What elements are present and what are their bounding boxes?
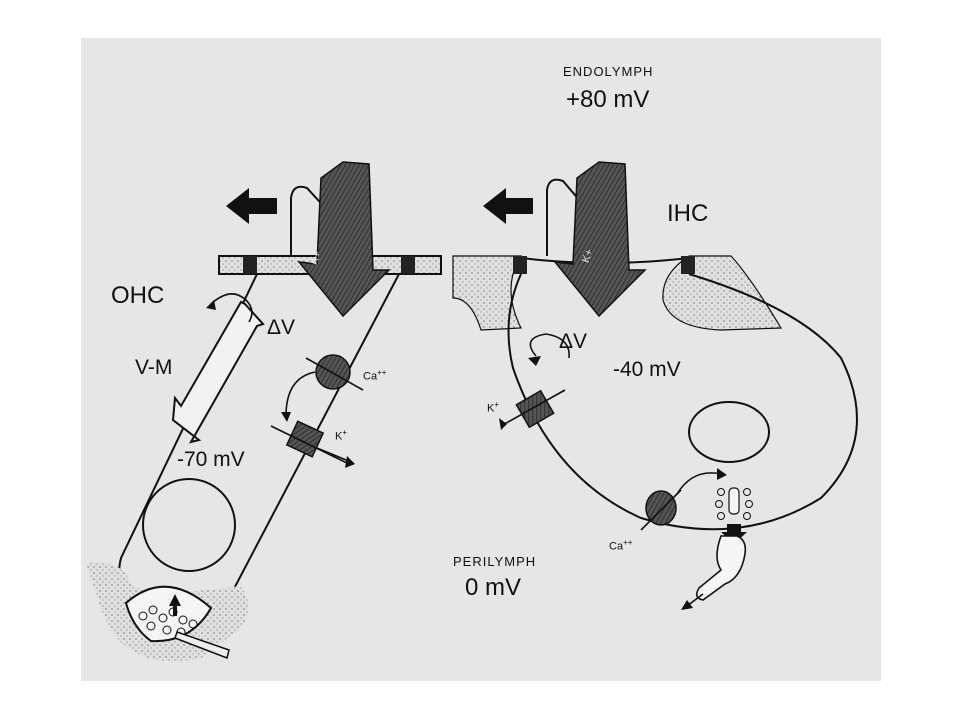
ohc-ca-label: Ca++ — [363, 368, 387, 383]
ohc-vm-arrow — [171, 300, 265, 444]
ohc-tight-junction-left — [243, 256, 257, 274]
ihc-label: IHC — [667, 200, 709, 227]
ihc-stereocilia — [546, 178, 628, 257]
ihc-delta-v-label: ΔV — [559, 330, 588, 353]
ohc-afferent-fiber — [174, 631, 230, 660]
ihc-tight-junction-right — [681, 256, 695, 274]
ihc-synaptic-vesicles — [715, 488, 753, 520]
endolymph-potential: +80 mV — [566, 86, 650, 113]
ihc-ca-label: Ca++ — [609, 538, 633, 553]
ohc-nucleus — [142, 478, 236, 572]
ohc-ca-channel — [315, 354, 351, 390]
ihc-supporting-tissue-right — [662, 255, 783, 331]
ohc-k-label: K+ — [335, 428, 348, 443]
ihc-potential: -40 mV — [613, 358, 681, 381]
ihc-synaptic-ribbon — [728, 487, 740, 515]
ihc-cell-body — [507, 273, 858, 531]
ohc-tight-junction-right — [401, 256, 415, 274]
ohc-k-channel — [285, 420, 325, 458]
ohc-label: OHC — [111, 282, 165, 309]
ohc-delta-v-label: ΔV — [267, 316, 296, 339]
ihc-k-channel — [515, 389, 555, 429]
ihc-release-arrow — [721, 524, 747, 544]
figure-panel: ENDOLYMPH +80 mV IHC OHC ΔV V-M -70 mV K… — [81, 38, 881, 681]
endolymph-label: ENDOLYMPH — [563, 64, 654, 79]
ohc-delta-v-curve — [210, 293, 253, 323]
ihc-delta-v-curve — [529, 333, 570, 359]
ihc-nucleus — [688, 401, 770, 463]
perilymph-label: PERILYMPH — [453, 554, 537, 569]
ohc-stereocilia — [290, 185, 370, 257]
ohc-potential: -70 mV — [177, 448, 245, 471]
hair-cell-diagram — [86, 161, 858, 662]
ihc-k-influx-arrow — [553, 161, 647, 318]
ohc-deflection-arrow — [226, 188, 277, 224]
ohc-k-influx-arrow — [297, 161, 391, 318]
ihc-deflection-arrow — [483, 188, 533, 224]
ihc-afferent-terminal — [695, 535, 747, 601]
ihc-tight-junction-left — [513, 256, 527, 274]
ihc-k-label: K+ — [487, 400, 500, 415]
ohc-release-arrow — [169, 594, 181, 616]
vm-label: V-M — [135, 356, 173, 379]
perilymph-potential: 0 mV — [465, 574, 522, 601]
ihc-supporting-tissue-left — [452, 255, 523, 331]
